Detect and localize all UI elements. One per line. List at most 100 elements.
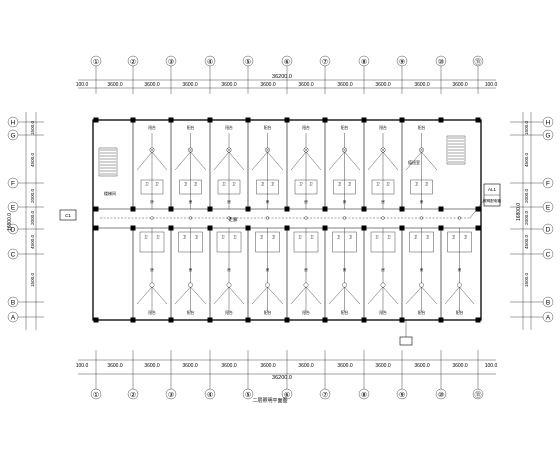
structural-column [475, 225, 481, 231]
left-axis-label: B [11, 300, 15, 307]
stair-right [446, 135, 466, 165]
bottom-bay-dim: 100.0 [485, 363, 498, 369]
meter-box-label: AL1 [488, 187, 497, 192]
structural-column [438, 206, 444, 212]
right-axis-label: E [546, 205, 551, 212]
bathroom-label: 卫 [195, 235, 199, 239]
branch-wire [290, 151, 307, 171]
top-axis-label: ② [130, 58, 136, 66]
bathroom-label: 卫 [425, 182, 429, 186]
structural-column [475, 206, 481, 212]
left-axis-label: H [11, 120, 16, 127]
balcony-label: 阳台 [418, 125, 426, 130]
balcony-label: 阳台 [302, 310, 310, 315]
left-dim: 1500.0 [30, 273, 35, 287]
bottom-total-dimension: 36200.0 [272, 375, 292, 381]
right-axis-label: A [546, 315, 551, 322]
top-axis-label: ⑤ [245, 58, 251, 66]
top-axis-label: ③ [168, 58, 174, 66]
bathroom-label: 卫 [272, 235, 276, 239]
balcony-label: 阳台 [379, 125, 387, 130]
light-cross [150, 148, 154, 152]
room-label: 房 [150, 199, 154, 204]
ceiling-light [188, 282, 193, 288]
outdoor-step [399, 336, 413, 346]
ceiling-light [419, 282, 424, 288]
left-dim: 2000.0 [30, 189, 35, 203]
left-axis-label: E [11, 205, 16, 212]
light-cross [188, 148, 193, 152]
bathroom-label: 卫 [156, 235, 160, 239]
room-label: 房 [227, 267, 231, 272]
bottom-bay-dim: 100.0 [76, 363, 89, 369]
bathroom-label: 卫 [221, 235, 225, 239]
right-dim: 2000.0 [524, 189, 529, 203]
left-axis-label: D [11, 227, 16, 234]
top-bay-dim: 3600.0 [260, 82, 276, 88]
top-bay-dim: 100.0 [485, 82, 498, 88]
corridor-light [457, 216, 462, 220]
bottom-axis-label: ① [93, 391, 99, 399]
bathroom-label: 卫 [452, 235, 456, 239]
building-outline [59, 117, 501, 346]
top-bay-dim: 3600.0 [221, 82, 237, 88]
bathroom-label: 卫 [260, 235, 264, 239]
branch-wire [382, 286, 399, 305]
corridor-light [150, 216, 154, 220]
left-dim: 2000.0 [30, 211, 35, 225]
bathroom-label: 卫 [298, 235, 302, 239]
feeder-to-meter [469, 199, 485, 219]
branch-wire [190, 286, 207, 305]
bathroom-label: 卫 [233, 235, 237, 239]
structural-column [93, 225, 99, 231]
branch-wire [344, 151, 361, 171]
top-axis-label: ④ [207, 58, 213, 66]
room-label: 房 [420, 199, 424, 204]
ceiling-light [303, 282, 309, 288]
balcony-label: 阳台 [148, 125, 156, 130]
branch-wire [228, 151, 245, 171]
top-axis-label: ⑩ [438, 58, 444, 66]
bathroom-label: 卫 [222, 182, 226, 186]
light-cross [381, 148, 385, 152]
branch-wire [151, 286, 168, 305]
bottom-bay-dim: 3600.0 [375, 363, 391, 369]
balcony-label: 阳台 [264, 125, 272, 130]
balcony-label: 阳台 [379, 310, 387, 315]
wiring-group [100, 133, 485, 312]
ceiling-light [380, 282, 386, 288]
branch-wire [421, 151, 438, 171]
branch-wire [136, 151, 153, 171]
room-label: 房 [381, 199, 385, 204]
room-label: 房 [227, 199, 231, 204]
branch-wire [382, 151, 399, 171]
corridor-light [265, 216, 270, 220]
left-axis-label: C [11, 252, 16, 259]
structural-column [93, 117, 99, 123]
bathroom-label: 卫 [144, 235, 148, 239]
bottom-bay-dim: 3600.0 [452, 363, 468, 369]
bottom-axis-label: ⑦ [322, 391, 328, 399]
branch-wire [328, 151, 345, 171]
bottom-bay-dim: 3600.0 [144, 363, 160, 369]
branch-wire [459, 286, 475, 305]
bathroom-label: 卫 [194, 182, 198, 186]
bathroom-label: 卫 [299, 182, 303, 186]
corridor-light [381, 216, 385, 220]
branch-wire [174, 286, 191, 305]
top-total-dimension: 36200.0 [272, 74, 292, 80]
ceiling-light [265, 282, 270, 288]
bathroom-label: 卫 [414, 235, 418, 239]
corridor-light [227, 216, 231, 220]
structural-column [438, 117, 444, 123]
balcony-label: 阳台 [264, 310, 272, 315]
bathroom-label: 卫 [337, 235, 341, 239]
bathroom-label: 卫 [415, 182, 419, 186]
ceiling-light [149, 282, 155, 288]
bathroom-label: 卫 [184, 182, 188, 186]
top-bay-dim: 3600.0 [144, 82, 160, 88]
bottom-axis-label: ⑨ [399, 391, 405, 399]
branch-wire [444, 286, 460, 305]
